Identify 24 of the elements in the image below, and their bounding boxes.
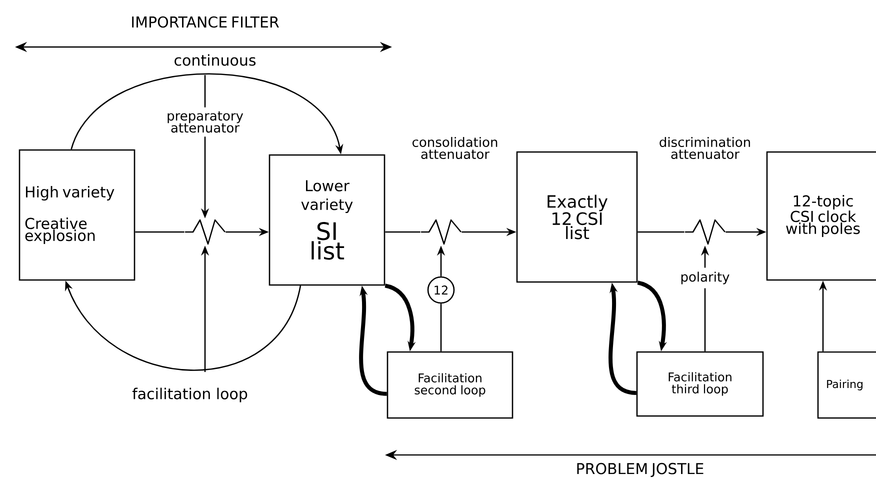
resistor-symbol <box>685 219 726 245</box>
node-label: polarity <box>681 272 730 284</box>
connector-line <box>704 288 706 352</box>
resistor-symbol <box>421 219 462 245</box>
node-label: preparatory attenuator <box>168 111 244 133</box>
connector-line <box>440 304 442 352</box>
process-box: Exactly 12 CSI list <box>516 151 638 283</box>
attenuator-label: discrimination attenuator <box>660 136 750 160</box>
process-box: 12-topic CSI clock with poles <box>766 151 876 281</box>
attenuator-label: consolidation attenuator <box>412 136 498 160</box>
connector-line <box>135 231 184 233</box>
process-box: Lower variety SI list <box>268 154 386 286</box>
edge-label: facilitation loop <box>131 386 249 404</box>
process-box: Facilitation third loop <box>636 351 764 417</box>
edge-label: continuous <box>172 53 258 67</box>
connector-line <box>638 231 684 233</box>
arrow-label: PROBLEM JOSTLE <box>577 462 704 478</box>
connector-line <box>385 231 420 233</box>
process-box: Facilitation second loop <box>386 351 514 419</box>
connector-line <box>204 75 206 108</box>
process-box: High variety Creative explosion <box>18 149 136 281</box>
resistor-symbol <box>185 219 226 245</box>
arrow-label: IMPORTANCE FILTER <box>132 16 279 28</box>
process-box: Pairing <box>817 351 876 419</box>
